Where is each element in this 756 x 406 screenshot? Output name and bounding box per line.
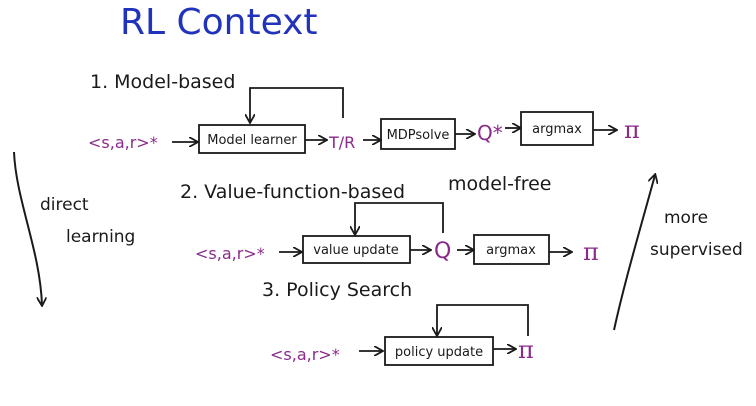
transition-reward-model: T/R: [328, 133, 355, 152]
argmax-box-2: [473, 234, 550, 265]
argmax-label-2: argmax: [486, 243, 536, 258]
policy-update-feedback-arrow: [437, 304, 529, 336]
model-based-heading: 1. Model-based: [90, 71, 235, 93]
model-free-label: model-free: [448, 173, 551, 195]
value-based-input: <s,a,r>*: [195, 244, 265, 263]
model-learner-label: Model learner: [207, 133, 297, 148]
model-learner-box: [198, 124, 306, 154]
model-learner-feedback-arrow: [250, 87, 344, 122]
argmax-box-1: [520, 111, 594, 146]
policy-2: π: [583, 238, 599, 266]
model-based-input: <s,a,r>*: [88, 133, 158, 152]
policy-search-input: <s,a,r>*: [270, 345, 340, 364]
q-star: Q*: [477, 121, 503, 145]
value-update-feedback-arrow: [355, 202, 444, 234]
policy-update-box: [384, 336, 494, 366]
diagram-title: RL Context: [120, 2, 318, 43]
argmax-label-1: argmax: [532, 122, 582, 137]
policy-1: π: [624, 116, 640, 144]
mdp-solve-label: MDPsolve: [387, 128, 450, 143]
direct-learning-arrow: [13, 151, 42, 305]
policy-3: π: [518, 336, 534, 364]
policy-search-heading: 3. Policy Search: [262, 279, 412, 301]
value-function-heading: 2. Value-function-based: [180, 181, 405, 203]
direct-learning-line-2: learning: [66, 227, 135, 247]
direct-learning-line-1: direct: [40, 195, 89, 215]
more-supervised-line-2: supervised: [650, 240, 743, 260]
more-supervised-arrow: [613, 175, 655, 331]
q-value: Q: [434, 239, 451, 264]
policy-update-label: policy update: [395, 345, 483, 360]
value-update-label: value update: [313, 243, 398, 258]
more-supervised-line-1: more: [664, 208, 708, 228]
